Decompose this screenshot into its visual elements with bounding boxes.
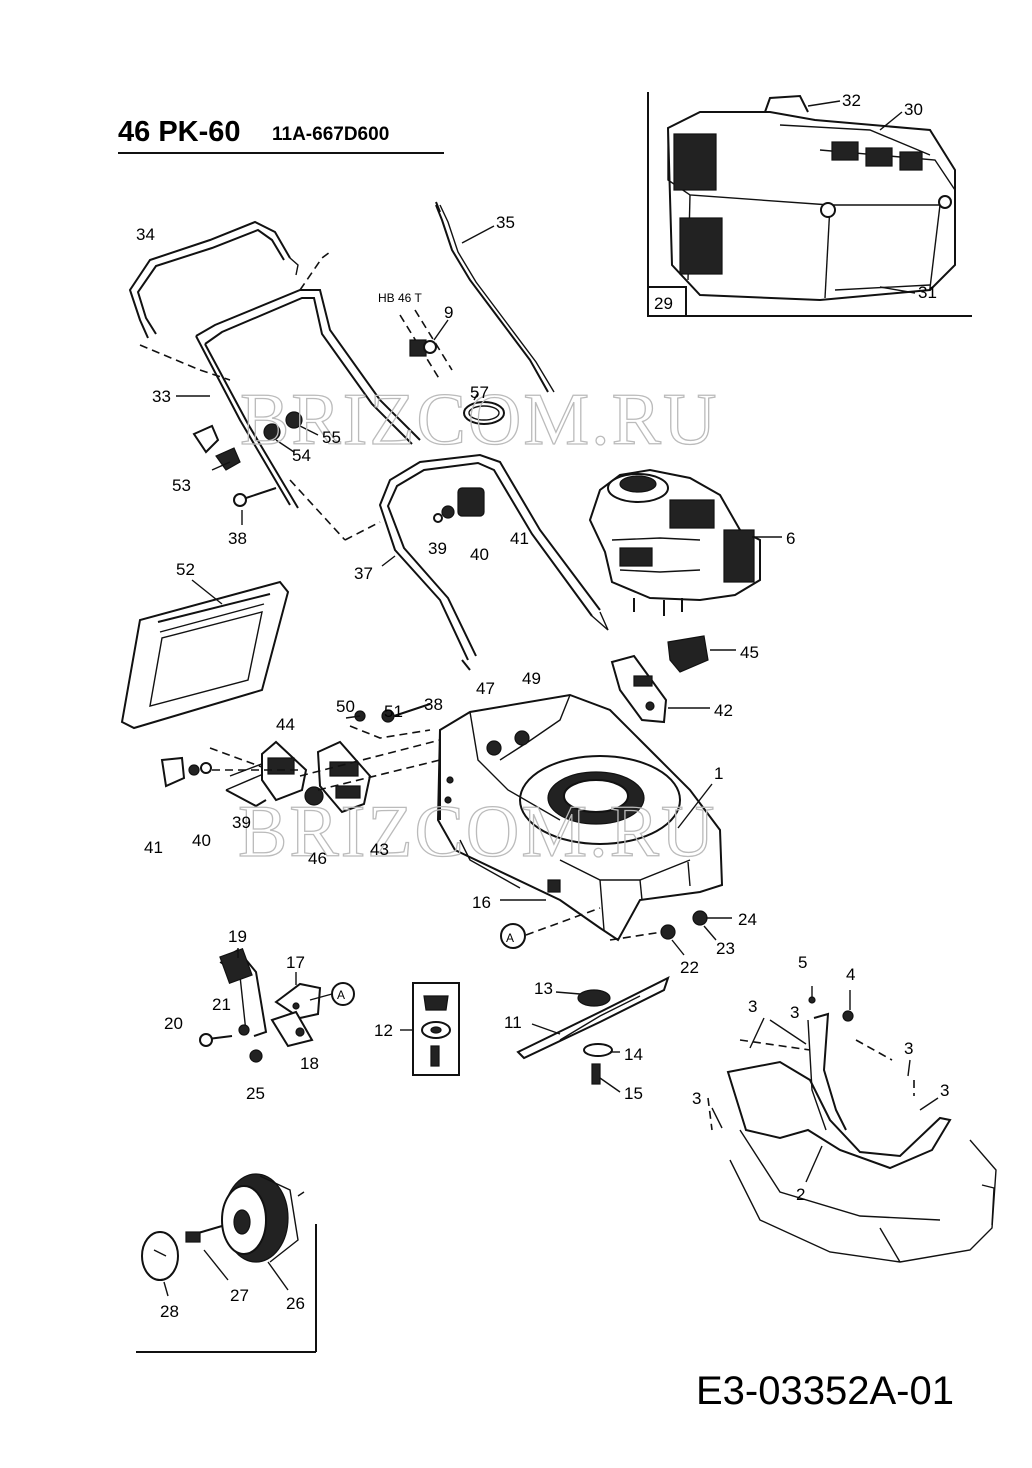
watermark-bottom: BRIZCOM.RU bbox=[238, 791, 716, 873]
callout-3e: 3 bbox=[790, 1003, 799, 1022]
diagram-title: 46 PK-60 11A-667D600 bbox=[118, 116, 444, 154]
wheel-assembly bbox=[136, 1173, 317, 1353]
grass-deflector bbox=[120, 579, 290, 730]
callout-14: 14 bbox=[624, 1045, 643, 1064]
callout-44: 44 bbox=[276, 715, 295, 734]
callout-22: 22 bbox=[680, 958, 699, 977]
mower-deck: A bbox=[436, 693, 732, 956]
callout-19: 19 bbox=[228, 927, 247, 946]
callout-41: 41 bbox=[510, 529, 529, 548]
callout-24: 24 bbox=[738, 910, 757, 929]
callout-12: 12 bbox=[374, 1021, 393, 1040]
callout-18: 18 bbox=[300, 1054, 319, 1073]
rear-axle-plate bbox=[610, 635, 736, 724]
callout-2: 2 bbox=[796, 1185, 805, 1204]
callout-9: 9 bbox=[444, 303, 453, 322]
rear-brackets bbox=[160, 703, 441, 814]
callout-26: 26 bbox=[286, 1294, 305, 1313]
callout-34: 34 bbox=[136, 225, 155, 244]
control-cable bbox=[435, 201, 555, 393]
callout-inset-32: 32 bbox=[842, 91, 861, 110]
callout-1: 1 bbox=[714, 764, 723, 783]
callout-52: 52 bbox=[176, 560, 195, 579]
inset-grass-bag: 29 32 30 31 bbox=[647, 91, 972, 317]
callout-27: 27 bbox=[230, 1286, 249, 1305]
handle-hardware: HB 46 T bbox=[176, 291, 505, 525]
callout-3d: 3 bbox=[692, 1089, 701, 1108]
watermark-top: BRIZCOM.RU bbox=[240, 379, 718, 461]
callout-43: 43 bbox=[370, 840, 389, 859]
blade-assembly bbox=[516, 976, 670, 1093]
callout-21: 21 bbox=[212, 995, 231, 1014]
callout-labels: 34 35 33 9 57 55 54 53 38 39 40 41 6 37 … bbox=[136, 213, 949, 1321]
model-title: 46 PK-60 bbox=[118, 116, 241, 148]
callout-11: 11 bbox=[504, 1013, 522, 1032]
callout-inset-31: 31 bbox=[918, 283, 937, 302]
callout-49: 49 bbox=[522, 669, 541, 688]
callout-40b: 40 bbox=[192, 831, 211, 850]
callout-5: 5 bbox=[798, 953, 807, 972]
callout-41b: 41 bbox=[144, 838, 163, 857]
callout-15: 15 bbox=[624, 1084, 643, 1103]
ref-a-deck: A bbox=[506, 931, 514, 945]
callout-38: 38 bbox=[228, 529, 247, 548]
callout-42: 42 bbox=[714, 701, 733, 720]
callout-54: 54 bbox=[292, 446, 311, 465]
callout-35: 35 bbox=[496, 213, 515, 232]
callout-40: 40 bbox=[470, 545, 489, 564]
callout-46: 46 bbox=[308, 849, 327, 868]
callout-38b: 38 bbox=[424, 695, 443, 714]
hb-label: HB 46 T bbox=[378, 291, 422, 305]
callout-inset-30: 30 bbox=[904, 100, 923, 119]
callout-6: 6 bbox=[786, 529, 795, 548]
callout-50: 50 bbox=[336, 697, 355, 716]
callout-57: 57 bbox=[470, 383, 489, 402]
mulch-plug-assembly bbox=[707, 986, 997, 1263]
lower-handle bbox=[378, 453, 609, 671]
callout-16: 16 bbox=[472, 893, 491, 912]
callout-33: 33 bbox=[152, 387, 171, 406]
ref-a-adjuster: A bbox=[337, 988, 345, 1002]
callout-51: 51 bbox=[384, 702, 403, 721]
callout-3a: 3 bbox=[748, 997, 757, 1016]
engine bbox=[588, 468, 782, 616]
callout-3c: 3 bbox=[940, 1081, 949, 1100]
callout-28: 28 bbox=[160, 1302, 179, 1321]
callout-4: 4 bbox=[846, 965, 855, 984]
callout-3b: 3 bbox=[904, 1039, 913, 1058]
callout-23: 23 bbox=[716, 939, 735, 958]
callout-13: 13 bbox=[534, 979, 553, 998]
callout-55: 55 bbox=[322, 428, 341, 447]
callout-25: 25 bbox=[246, 1084, 265, 1103]
height-adjuster: A bbox=[199, 947, 355, 1063]
callout-47: 47 bbox=[476, 679, 495, 698]
drawing-code: E3-03352A-01 bbox=[696, 1369, 954, 1413]
callout-17: 17 bbox=[286, 953, 305, 972]
callout-45: 45 bbox=[740, 643, 759, 662]
upper-handle-assembly bbox=[128, 220, 421, 541]
part-number: 11A-667D600 bbox=[272, 124, 389, 145]
blade-adapter-kit bbox=[400, 982, 460, 1076]
callout-53: 53 bbox=[172, 476, 191, 495]
callout-20: 20 bbox=[164, 1014, 183, 1033]
inset-panel-number: 29 bbox=[654, 294, 673, 313]
callout-39: 39 bbox=[428, 539, 447, 558]
callout-39b: 39 bbox=[232, 813, 251, 832]
callout-37: 37 bbox=[354, 564, 373, 583]
